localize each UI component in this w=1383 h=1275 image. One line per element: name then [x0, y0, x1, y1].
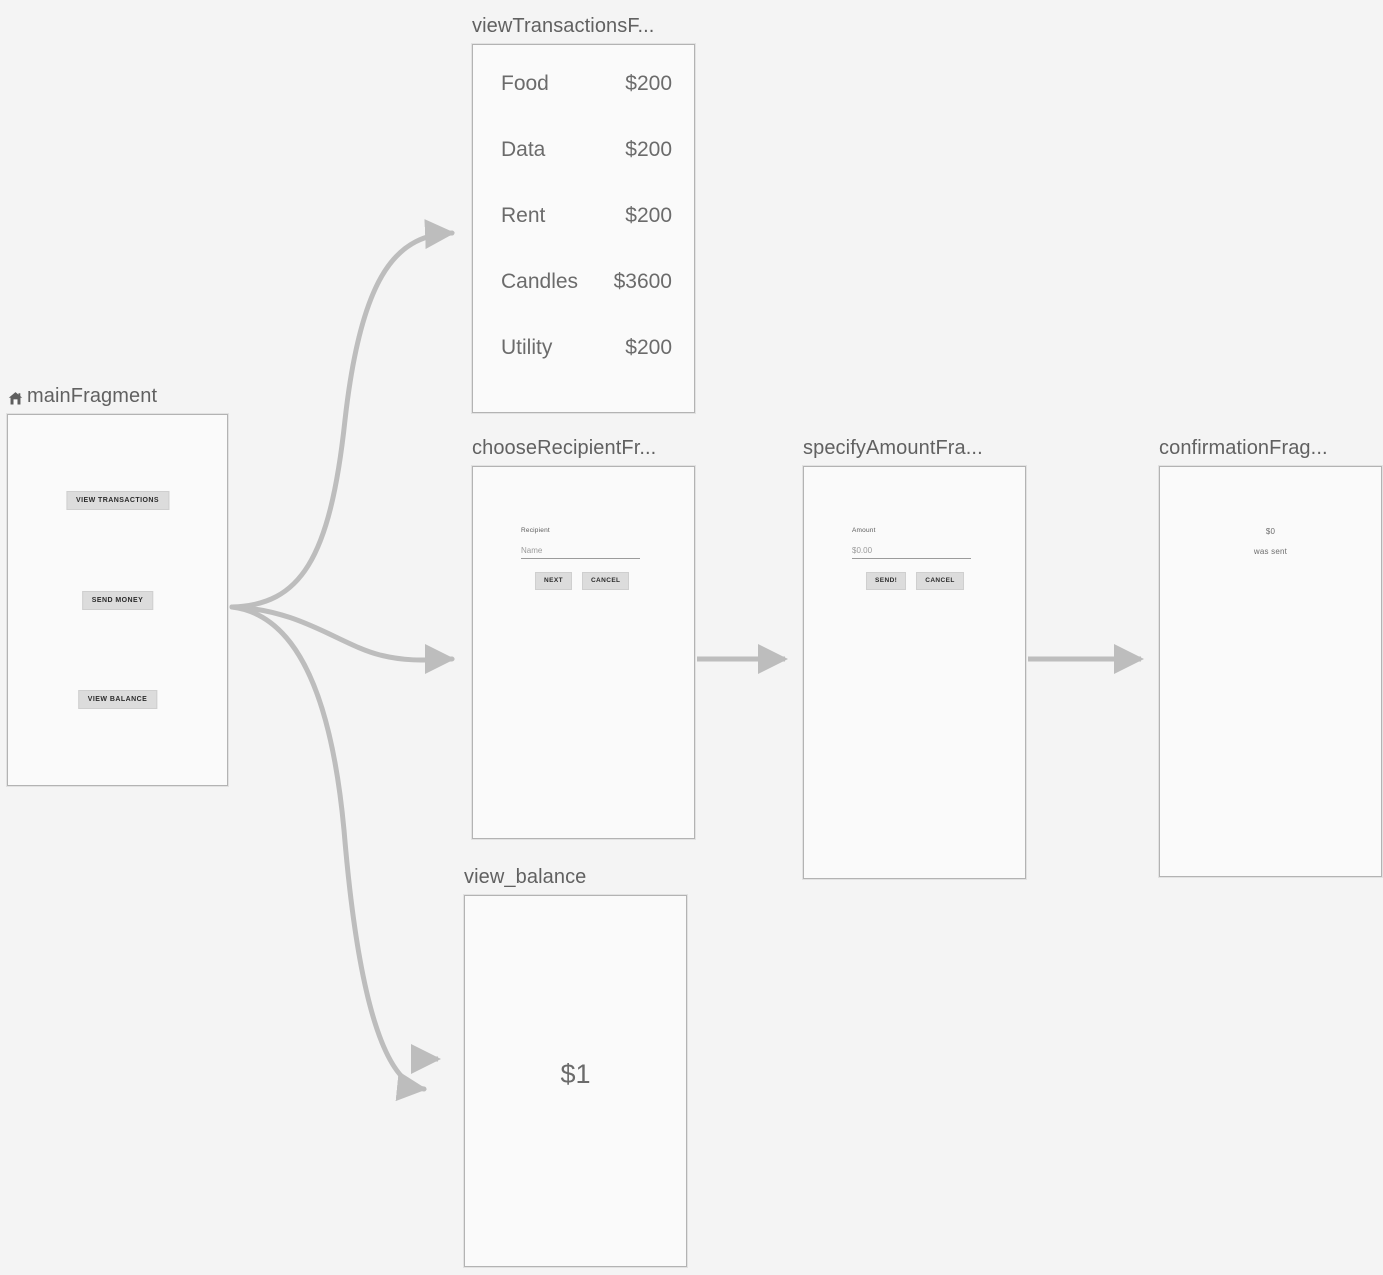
recipient-name-input[interactable]: Name [521, 546, 640, 559]
confirmation-message: was sent [1253, 547, 1288, 556]
destination-title-view-transactions: viewTransactionsF... [472, 15, 655, 37]
amount-label: Amount [852, 527, 876, 534]
destination-title-view-balance: view_balance [464, 866, 587, 888]
transaction-name: Data [501, 138, 546, 161]
destination-choose-recipient[interactable]: chooseRecipientFr... Recipient Name NEXT… [472, 436, 695, 839]
action-main-to-view-balance [229, 604, 427, 1102]
transaction-name: Utility [501, 336, 553, 359]
destination-preview-confirmation[interactable]: $0 was sent [1159, 466, 1382, 877]
cancel-button[interactable]: CANCEL [581, 572, 630, 590]
list-item: Utility $200 [501, 336, 672, 402]
transaction-list: Food $200 Data $200 Rent $200 Candles $3… [501, 72, 672, 402]
destination-preview-specify-amount[interactable]: Amount $0.00 SEND! CANCEL [803, 466, 1026, 879]
destination-title-main: mainFragment [7, 384, 228, 408]
destination-preview-view-transactions[interactable]: Food $200 Data $200 Rent $200 Candles $3… [472, 44, 695, 413]
transaction-amount: $3600 [613, 270, 672, 293]
next-button[interactable]: NEXT [535, 572, 572, 590]
destination-preview-view-balance[interactable]: $1 [464, 895, 687, 1267]
transaction-amount: $200 [625, 138, 672, 161]
transaction-name: Rent [501, 204, 546, 227]
list-item: Rent $200 [501, 204, 672, 270]
destination-view-balance[interactable]: view_balance $1 [464, 865, 687, 1267]
balance-amount: $1 [560, 1059, 591, 1089]
transaction-name: Candles [501, 270, 579, 293]
destination-title-confirmation: confirmationFrag... [1159, 437, 1328, 459]
amount-input[interactable]: $0.00 [852, 546, 971, 559]
transaction-amount: $200 [625, 204, 672, 227]
send-button[interactable]: SEND! [866, 572, 907, 590]
destination-main-fragment[interactable]: mainFragment VIEW TRANSACTIONS SEND MONE… [7, 384, 228, 786]
cancel-button[interactable]: CANCEL [916, 572, 964, 590]
recipient-label: Recipient [521, 527, 550, 534]
destination-specify-amount[interactable]: specifyAmountFra... Amount $0.00 SEND! C… [803, 436, 1026, 879]
destination-preview-choose-recipient[interactable]: Recipient Name NEXT CANCEL [472, 466, 695, 839]
transaction-amount: $200 [625, 72, 672, 95]
action-main-to-choose-recipient [229, 604, 455, 675]
confirmation-amount: $0 [1265, 527, 1276, 536]
transaction-amount: $200 [625, 336, 672, 359]
home-icon [7, 389, 24, 406]
list-item: Data $200 [501, 138, 672, 204]
view-transactions-button[interactable]: VIEW TRANSACTIONS [65, 491, 170, 510]
destination-title-specify-amount: specifyAmountFra... [803, 437, 983, 459]
destination-title-main-label: mainFragment [27, 385, 158, 407]
destination-preview-main[interactable]: VIEW TRANSACTIONS SEND MONEY VIEW BALANC… [7, 414, 228, 786]
destination-confirmation[interactable]: confirmationFrag... $0 was sent [1159, 436, 1382, 877]
send-money-button[interactable]: SEND MONEY [81, 591, 154, 610]
view-balance-button[interactable]: VIEW BALANCE [77, 690, 158, 709]
list-item: Candles $3600 [501, 270, 672, 336]
destination-view-transactions[interactable]: viewTransactionsF... Food $200 Data $200… [472, 14, 695, 413]
list-item: Food $200 [501, 72, 672, 138]
transaction-name: Food [501, 72, 549, 95]
destination-title-choose-recipient: chooseRecipientFr... [472, 437, 657, 459]
action-main-to-view-transactions [229, 219, 455, 610]
